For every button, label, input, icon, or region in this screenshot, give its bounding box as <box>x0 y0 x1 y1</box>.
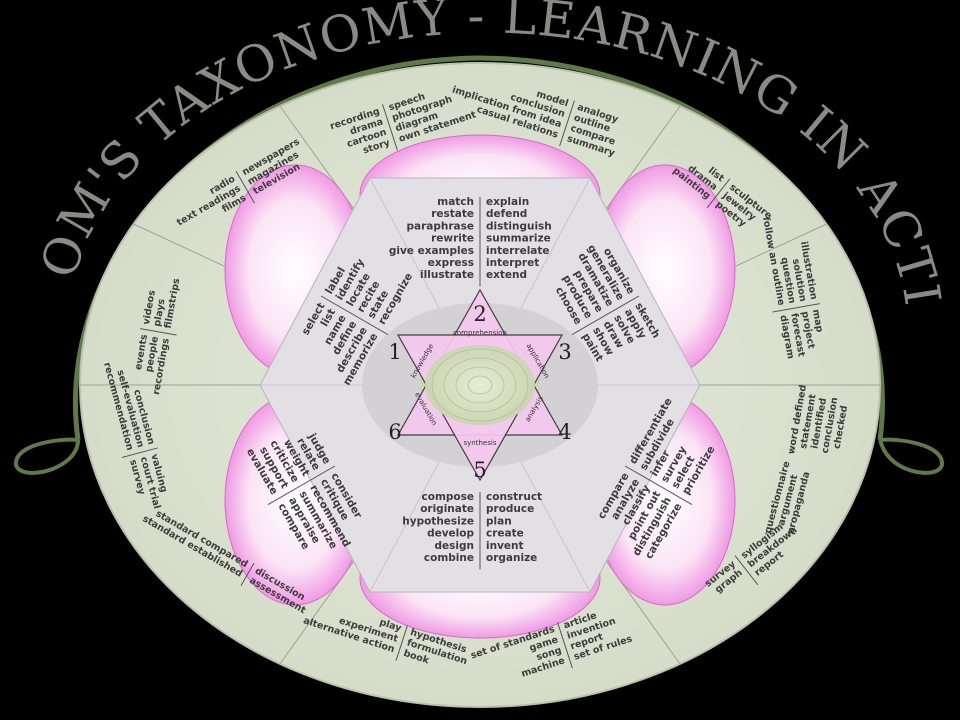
level-name: comprehension <box>453 329 507 337</box>
level-number: 6 <box>388 420 401 444</box>
level-name: synthesis <box>464 439 497 447</box>
center-ring <box>443 357 517 413</box>
verb-word: illustrate <box>420 269 474 281</box>
verb-word: interrelate <box>486 245 550 257</box>
product-group-divider <box>772 303 820 313</box>
product-group-divider <box>395 625 408 661</box>
product-group: word definedstatementidentifiedconclusio… <box>786 384 850 455</box>
verb-word: distinguish <box>486 220 552 232</box>
product-group-divider <box>559 100 575 147</box>
level-number: 4 <box>558 420 571 444</box>
verb-word: combine <box>424 552 474 564</box>
verb-word: plan <box>486 515 512 527</box>
product-group-divider <box>235 170 255 204</box>
product-group-divider <box>382 104 398 151</box>
verb-word: invent <box>486 540 524 552</box>
level-number: 5 <box>473 458 486 482</box>
center-ring <box>455 366 505 404</box>
product-group-divider <box>706 178 731 209</box>
verb-word: organize <box>486 552 537 564</box>
product-word: map <box>810 309 825 334</box>
verb-word: explain <box>486 196 529 208</box>
verb-word: rewrite <box>431 233 474 245</box>
verb-word: defend <box>486 208 527 220</box>
verb-group-divider <box>267 465 336 506</box>
product-group-divider <box>240 562 255 586</box>
verb-word: express <box>428 257 474 269</box>
center-ring <box>431 348 529 422</box>
product-group-divider <box>140 328 177 336</box>
verb-word: match <box>437 196 474 208</box>
level-number: 3 <box>558 340 571 364</box>
level-number: 1 <box>388 340 401 364</box>
verb-word: design <box>435 540 474 552</box>
verb-group-synthesis: composeoriginatehypothesizedevelopdesign… <box>402 491 542 570</box>
star-center <box>425 345 535 425</box>
verb-word: hypothesize <box>402 515 474 527</box>
verb-word: produce <box>486 503 534 515</box>
verb-group-divider <box>571 295 640 336</box>
level-number: 2 <box>473 302 486 326</box>
product-word: plays <box>152 298 168 328</box>
product-group-divider <box>557 622 573 669</box>
center-ring <box>467 375 493 395</box>
verb-group-divider <box>624 465 693 506</box>
verb-word: compose <box>422 491 474 503</box>
verb-word: construct <box>486 491 542 503</box>
verb-word: create <box>486 528 524 540</box>
verb-word: originate <box>420 503 474 515</box>
product-group-divider <box>121 447 158 458</box>
product-group-divider <box>734 555 759 586</box>
verb-word: extend <box>486 269 527 281</box>
verb-word: give examples <box>389 245 474 257</box>
product-group: recordingdramacartoonstoryspeechphotogra… <box>329 91 478 156</box>
verb-group-divider <box>320 295 389 336</box>
verb-word: interpret <box>486 257 539 269</box>
verb-word: paraphrase <box>407 220 475 232</box>
verb-word: develop <box>427 528 474 540</box>
verb-word: restate <box>431 208 474 220</box>
verb-word: summarize <box>486 233 551 245</box>
